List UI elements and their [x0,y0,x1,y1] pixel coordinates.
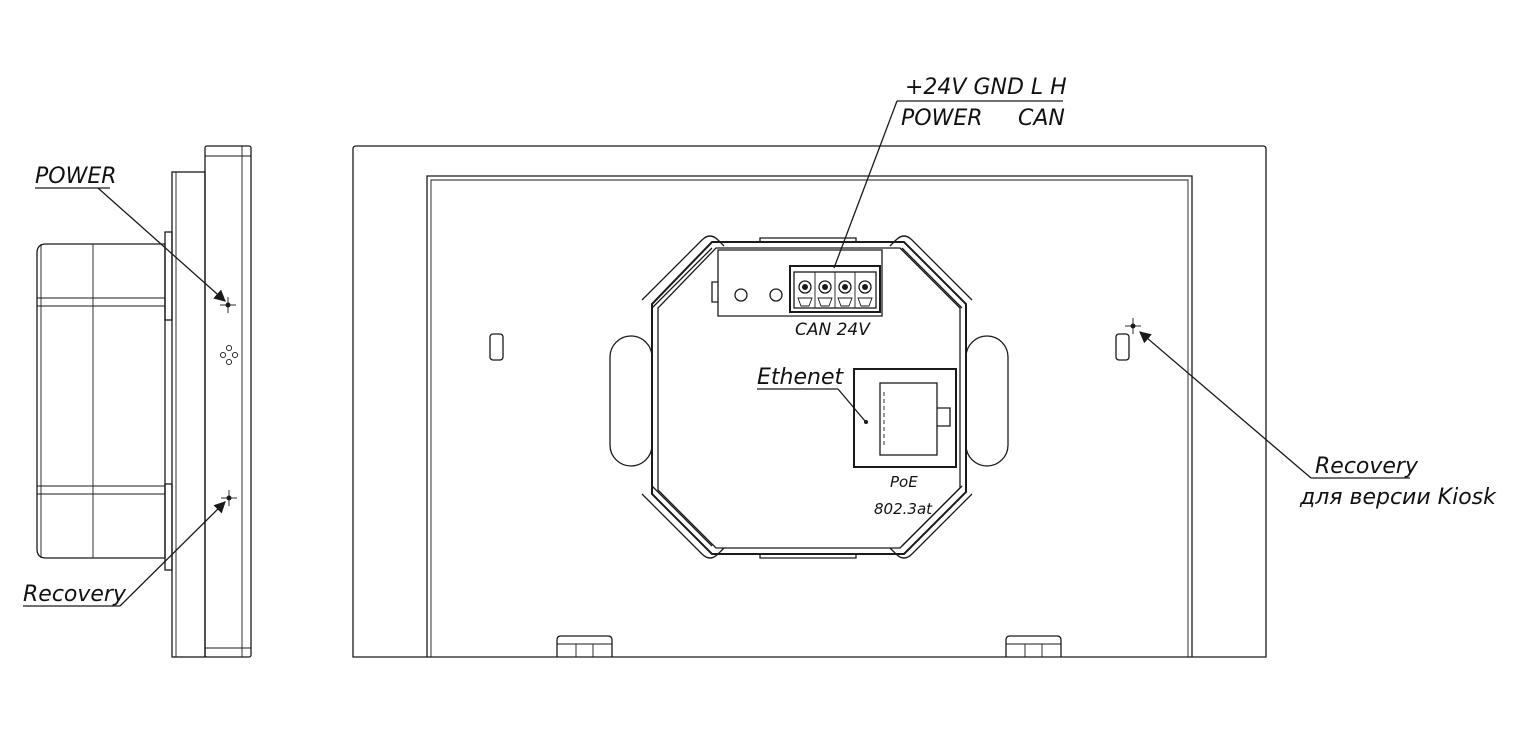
connector-pins-label: +24V GND L H [905,75,1067,100]
side-back-box [36,243,166,559]
kiosk-recovery-note: для версии Kiosk [1299,485,1497,510]
right-oval-slot [965,335,1009,467]
kiosk-recovery-button [1125,318,1141,334]
connector-caption: CAN 24V [795,320,871,340]
ethernet-port [853,368,957,468]
poe-standard-label: 802.3at [874,500,933,518]
side-front-panel [204,145,252,658]
side-recovery-label: Recovery [23,582,127,607]
right-mount-slot [1115,333,1130,361]
connector-group-can: CAN [1018,106,1065,131]
left-mount-slot [489,333,504,361]
back-inner-housing [426,175,1193,657]
side-power-button [220,297,236,313]
side-power-label: POWER [35,164,117,189]
back-view: CAN 24V +24V GND L H POWER CAN PoE 802.3… [352,75,1497,658]
kiosk-recovery-label: Recovery [1315,454,1419,479]
can-24v-connector [789,265,881,313]
connector-group-power: POWER [901,106,983,131]
bottom-latch-left [556,635,613,657]
ethernet-label: Ethenet [757,365,844,390]
side-mic-holes [219,344,239,366]
left-oval-slot [609,335,653,467]
side-recovery-button [221,490,237,506]
side-tab-top [164,231,173,321]
back-outer-panel [352,145,1267,658]
side-view: POWER Recovery [23,145,252,658]
mounting-frame [609,235,1009,559]
poe-label: PoE [890,473,918,491]
bottom-latch-right [1005,635,1062,657]
terminal-block-module [711,249,883,317]
side-rear-frame [171,171,206,658]
